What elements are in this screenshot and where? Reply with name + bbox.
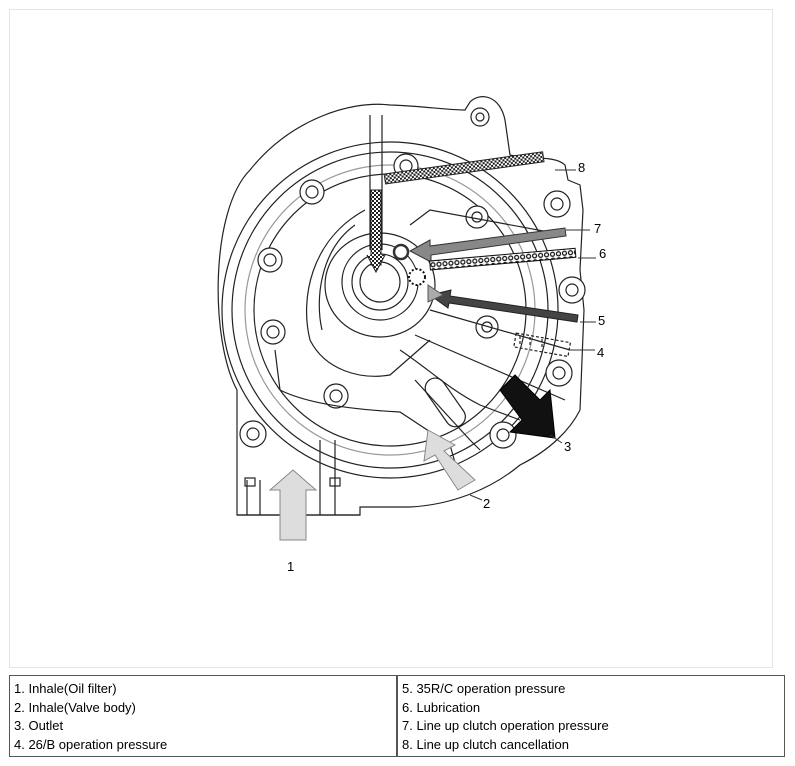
callout-5: 5 — [598, 313, 605, 328]
channel-35rc-pressure — [427, 284, 579, 323]
callout-2: 2 — [483, 496, 490, 511]
channel-26b-pressure — [513, 332, 572, 358]
diagram-frame: 1 2 3 4 5 6 7 8 — [9, 9, 773, 668]
callout-6: 6 — [599, 246, 606, 261]
oil-pump-diagram: 1 2 3 4 5 6 7 8 — [217, 96, 606, 574]
callout-1: 1 — [287, 559, 294, 574]
inhale-oil-filter-arrow — [268, 469, 318, 541]
legend-item: 3. Outlet — [14, 718, 64, 733]
channel-operation-pressure — [392, 227, 567, 263]
callout-3: 3 — [564, 439, 571, 454]
legend-column-left: 1. Inhale(Oil filter) 2. Inhale(Valve bo… — [10, 676, 396, 756]
legend-item: 6. Lubrication — [402, 699, 481, 715]
legend-item: 8. Line up clutch cancellation — [402, 736, 569, 752]
inhale-valve-body-arrow — [423, 429, 476, 491]
legend-table: 1. Inhale(Oil filter) 2. Inhale(Valve bo… — [9, 675, 785, 757]
bolt-holes — [239, 107, 586, 449]
legend-item: 1. Inhale(Oil filter) — [14, 681, 117, 696]
leader-lines — [469, 169, 596, 501]
legend-item: 7. Line up clutch operation pressure — [402, 718, 609, 733]
channel-lubrication — [408, 247, 577, 286]
legend-item: 2. Inhale(Valve body) — [14, 699, 136, 715]
callout-7: 7 — [594, 221, 601, 236]
legend-item: 5. 35R/C operation pressure — [402, 681, 566, 696]
callout-4: 4 — [597, 345, 604, 360]
legend-item: 4. 26/B operation pressure — [14, 736, 168, 752]
outlet-arrow — [499, 374, 556, 439]
callout-8: 8 — [578, 160, 585, 175]
channel-cancellation — [366, 151, 545, 274]
pump-gear — [237, 115, 571, 516]
legend-column-right: 5. 35R/C operation pressure 6. Lubricati… — [396, 676, 784, 756]
